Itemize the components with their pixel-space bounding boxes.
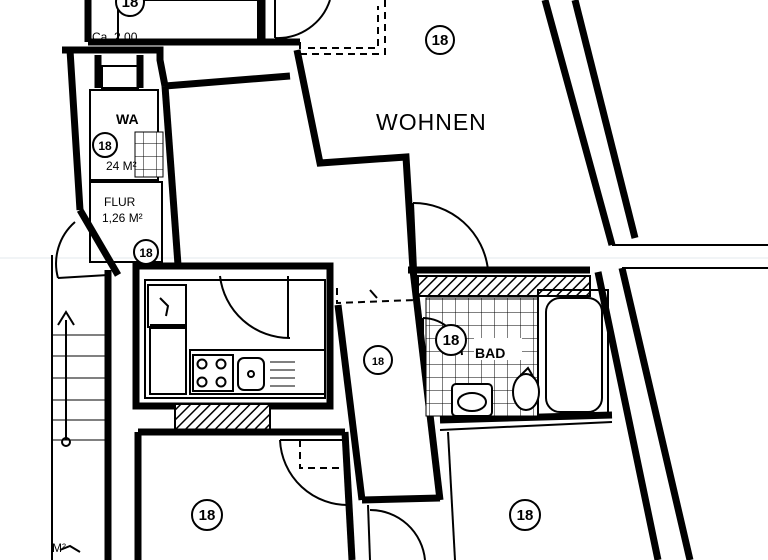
svg-text:18: 18 [372, 356, 384, 368]
svg-text:18: 18 [517, 507, 534, 524]
bottom-rooms [134, 421, 613, 560]
marker-bad: 18 [435, 324, 467, 356]
room-area-wa: 24 M² [106, 159, 137, 173]
marker-flur: 18 [133, 239, 159, 265]
kitchen [132, 262, 334, 431]
corridor-mark [369, 289, 378, 299]
svg-text:18: 18 [98, 139, 112, 153]
svg-text:18: 18 [122, 0, 139, 11]
stairwell [51, 221, 112, 560]
marker-bottom-right: 18 [509, 499, 541, 531]
svg-text:18: 18 [139, 246, 153, 260]
top-partial-room [84, 0, 386, 55]
room-area-top-partial: Ca. 2,00 [92, 30, 138, 44]
marker-top-partial: 18 [115, 0, 145, 17]
marker-wohnen: 18 [425, 25, 455, 55]
corridor-opening [336, 288, 416, 305]
marker-bottom-left: 18 [191, 499, 223, 531]
corner-note: M² [52, 541, 66, 555]
door-wohnen [412, 201, 489, 271]
svg-text:18: 18 [432, 32, 449, 49]
room-label-bad: BAD [475, 345, 505, 361]
wa-flur-block [62, 46, 182, 277]
interior-walls [164, 49, 613, 504]
marker-wa: 18 [92, 132, 118, 158]
room-label-wohnen: WOHNEN [376, 109, 487, 135]
room-area-flur: 1,26 M² [102, 211, 143, 225]
room-label-wa: WA [116, 111, 139, 127]
bathroom [417, 275, 609, 417]
room-label-flur: FLUR [104, 195, 136, 209]
svg-text:18: 18 [443, 332, 460, 349]
marker-hall: 18 [363, 345, 393, 375]
svg-text:18: 18 [199, 507, 216, 524]
